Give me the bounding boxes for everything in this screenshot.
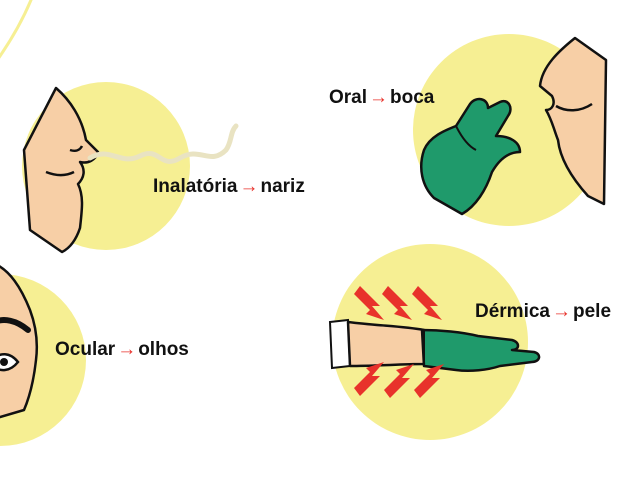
dermal-arm — [346, 320, 426, 368]
ocular-illustration — [0, 265, 86, 446]
inhalation-mouth — [45, 170, 75, 177]
oral-illustration — [413, 34, 608, 226]
oral-label: Oral → boca — [329, 87, 434, 109]
inhalation-target: nariz — [260, 176, 305, 197]
dermal-glove — [420, 328, 541, 373]
ocular-eyebrow — [0, 317, 31, 333]
arrow-down-icon — [354, 286, 442, 320]
inhalation-face — [22, 86, 100, 254]
dermal-target: pele — [573, 301, 612, 322]
ocular-target: olhos — [138, 339, 189, 360]
oral-face — [538, 36, 608, 206]
oral-mouth — [555, 102, 593, 112]
arrow-icon: → — [552, 301, 571, 322]
inhalation-label: Inalatória → nariz — [153, 176, 305, 198]
inhalation-nostril — [69, 145, 84, 153]
inhalation-term: Inalatória — [153, 176, 238, 197]
oral-term: Oral — [329, 87, 368, 108]
arrow-icon: → — [239, 176, 259, 197]
ocular-term: Ocular — [55, 339, 116, 360]
ocular-pupil — [0, 358, 8, 366]
oral-target: boca — [390, 87, 435, 108]
ocular-label: Ocular → olhos — [55, 339, 189, 361]
vapor-wisp — [87, 123, 239, 164]
ocular-face — [0, 265, 38, 419]
oral-glove-finger-line — [455, 125, 477, 151]
arrow-icon: → — [369, 87, 389, 108]
inhalation-illustration — [22, 82, 239, 254]
arrow-icon: → — [117, 339, 137, 360]
arrow-up-icon — [354, 362, 444, 398]
dermal-illustration — [328, 244, 541, 440]
dermal-label: Dérmica → pele — [475, 301, 611, 323]
decorative-arc — [0, 0, 33, 59]
dermal-term: Dérmica — [475, 301, 550, 322]
oral-glove — [420, 97, 522, 216]
